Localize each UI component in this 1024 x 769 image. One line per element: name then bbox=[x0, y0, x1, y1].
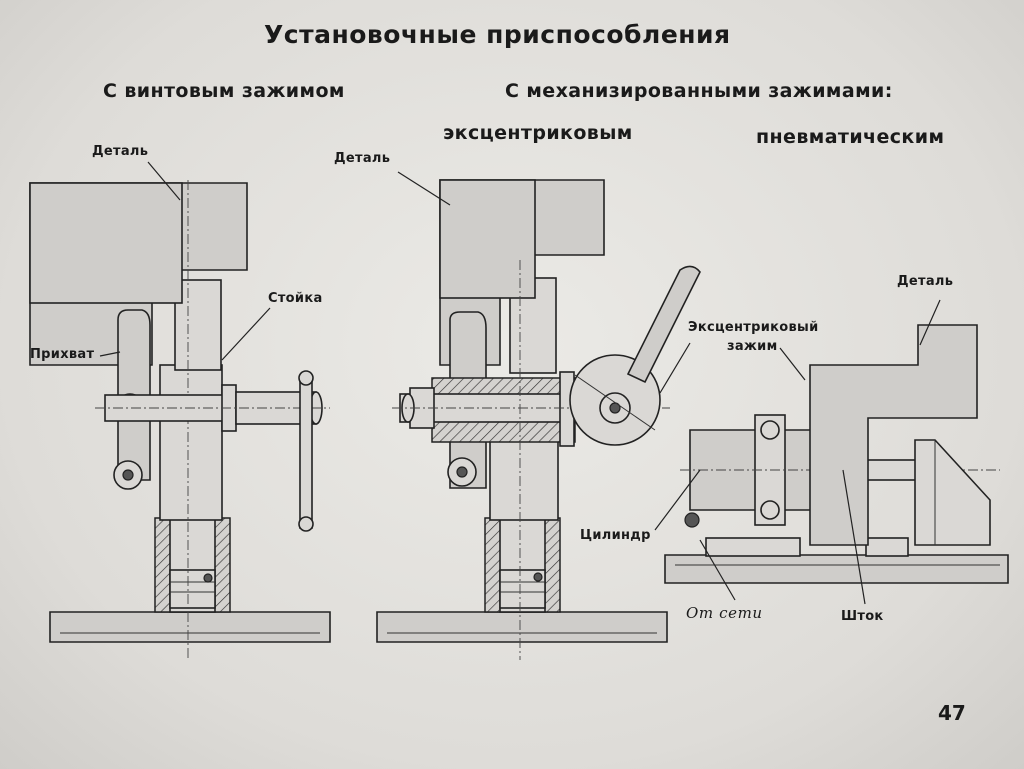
heading-pneumatic: пневматическим bbox=[756, 126, 945, 148]
label-cylinder: Цилиндр bbox=[580, 528, 651, 543]
label-clamp: Прихват bbox=[30, 347, 95, 362]
label-stand: Стойка bbox=[268, 291, 323, 306]
label-eccentric-clamp-line1: Эксцентриковый bbox=[688, 320, 819, 335]
heading-eccentric: эксцентриковым bbox=[443, 122, 633, 144]
pneumatic-clamp-fixture bbox=[654, 299, 1009, 605]
page-title: Установочные приспособления bbox=[264, 20, 731, 49]
label-detail-2: Деталь bbox=[334, 151, 391, 166]
heading-screw-clamp: С винтовым зажимом bbox=[103, 80, 345, 102]
label-detail-3: Деталь bbox=[897, 274, 954, 289]
eccentric-clamp-fixture bbox=[376, 171, 701, 660]
label-detail-1: Деталь bbox=[92, 144, 149, 159]
screw-clamp-fixture bbox=[29, 161, 331, 660]
label-rod: Шток bbox=[841, 609, 884, 624]
page-number: 47 bbox=[938, 701, 966, 725]
label-eccentric-clamp-line2: зажим bbox=[727, 339, 778, 354]
heading-mechanized-clamps: С механизированными зажимами: bbox=[505, 80, 893, 102]
label-from-network: От сети bbox=[686, 604, 763, 622]
